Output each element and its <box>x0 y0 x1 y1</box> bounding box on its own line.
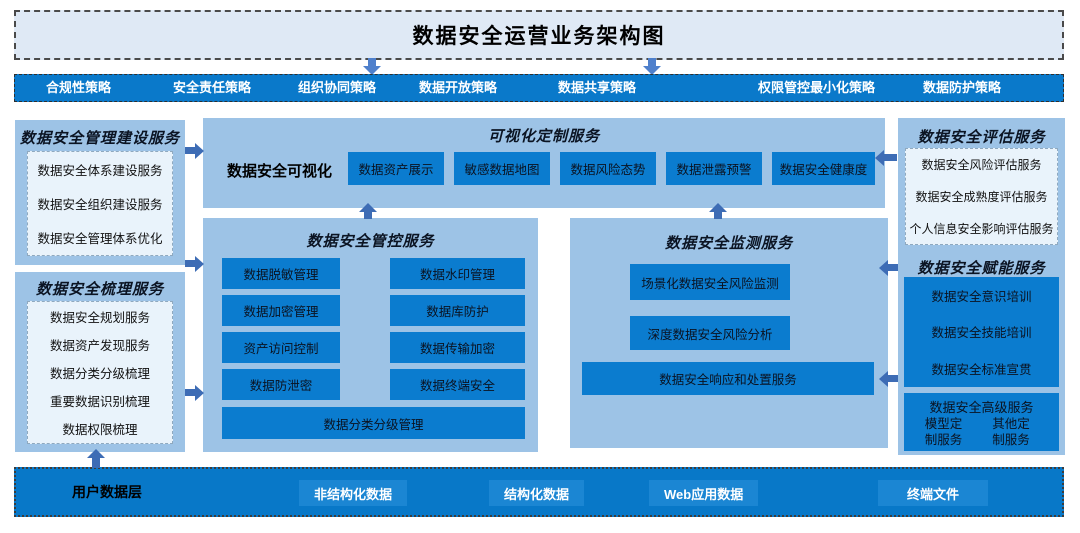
monitoring-wide-button: 数据安全响应和处置服务 <box>582 362 874 395</box>
advanced-panel: 数据安全高级服务 模型定制服务 其他定制服务 <box>904 393 1059 451</box>
sorting-title: 数据安全梳理服务 <box>35 282 164 298</box>
data-chip: 非结构化数据 <box>299 480 408 506</box>
list-item: 数据安全组织建设服务 <box>37 197 163 212</box>
arrow-up-icon <box>92 458 100 468</box>
control-wide-button: 数据分类分级管理 <box>222 407 525 439</box>
arrow-left-icon <box>884 154 897 161</box>
visualization-title: 可视化定制服务 <box>487 129 600 145</box>
list-item: 重要数据识别梳理 <box>49 395 150 410</box>
policy-item: 数据防护策略 <box>923 80 1002 95</box>
policy-item: 权限管控最小化策略 <box>758 80 876 95</box>
control-box: 数据安全管控服务 数据脱敏管理 数据加密管理 资产访问控制 数据防泄密 数据水印… <box>203 218 538 452</box>
data-chip: Web应用数据 <box>649 480 759 506</box>
advanced-option: 其他定制服务 <box>992 417 1030 448</box>
viz-button: 数据安全健康度 <box>772 152 875 185</box>
policy-bar: 合规性策略 安全责任策略 组织协同策略 数据开放策略 数据共享策略 权限管控最小… <box>14 74 1064 102</box>
list-item: 数据安全成熟度评估服务 <box>915 189 1048 204</box>
user-data-layer-label: 用户数据层 <box>72 484 142 500</box>
visualization-label: 数据安全可视化 <box>227 163 333 180</box>
management-build-panel: 数据安全体系建设服务 数据安全组织建设服务 数据安全管理体系优化 <box>27 151 173 256</box>
control-button: 资产访问控制 <box>222 332 340 363</box>
arrow-right-icon <box>185 389 195 396</box>
list-item: 数据安全技能培训 <box>931 326 1032 341</box>
viz-button: 数据泄露预警 <box>666 152 762 185</box>
data-chip: 结构化数据 <box>489 480 585 506</box>
user-data-layer-bar: 用户数据层 非结构化数据 结构化数据 Web应用数据 终端文件 <box>14 467 1064 517</box>
arrow-down-icon <box>368 58 376 66</box>
enablement-box: 数据安全赋能服务 数据安全意识培训 数据安全技能培训 数据安全标准宣贯 数据安全… <box>898 250 1065 455</box>
monitoring-button: 深度数据安全风险分析 <box>630 316 790 350</box>
list-item: 数据安全风险评估服务 <box>921 158 1042 173</box>
arrow-left-icon <box>888 264 898 271</box>
enablement-title: 数据安全赋能服务 <box>917 261 1046 277</box>
policy-item: 合规性策略 <box>46 80 112 95</box>
arrow-down-icon <box>648 58 656 66</box>
list-item: 数据权限梳理 <box>62 423 138 438</box>
advanced-options: 模型定制服务 其他定制服务 <box>904 416 1059 449</box>
policy-item: 数据共享策略 <box>558 80 637 95</box>
data-chip: 终端文件 <box>878 480 988 506</box>
viz-button: 数据资产展示 <box>348 152 444 185</box>
list-item: 数据分类分级梳理 <box>49 366 150 381</box>
control-button: 数据终端安全 <box>390 369 525 400</box>
control-button: 数据脱敏管理 <box>222 258 340 289</box>
monitoring-title: 数据安全监测服务 <box>664 236 793 252</box>
list-item: 数据安全管理体系优化 <box>37 232 163 247</box>
control-button: 数据加密管理 <box>222 295 340 326</box>
policy-item: 组织协同策略 <box>298 80 377 95</box>
enablement-panel: 数据安全意识培训 数据安全技能培训 数据安全标准宣贯 <box>904 277 1059 387</box>
visualization-box: 可视化定制服务 数据安全可视化 数据资产展示 敏感数据地图 数据风险态势 数据泄… <box>203 118 885 208</box>
monitoring-box: 数据安全监测服务 场景化数据安全风险监测 深度数据安全风险分析 数据安全响应和处… <box>570 218 888 448</box>
assessment-panel: 数据安全风险评估服务 数据安全成熟度评估服务 个人信息安全影响评估服务 <box>905 148 1058 245</box>
list-item: 数据资产发现服务 <box>49 338 150 353</box>
monitoring-button: 场景化数据安全风险监测 <box>630 264 790 300</box>
control-button: 数据水印管理 <box>390 258 525 289</box>
list-item: 个人信息安全影响评估服务 <box>909 221 1054 236</box>
arrow-up-icon <box>364 212 372 219</box>
diagram-title-box: 数据安全运营业务架构图 <box>14 10 1064 60</box>
control-button: 数据库防护 <box>390 295 525 326</box>
list-item: 数据安全标准宣贯 <box>931 363 1032 378</box>
viz-button: 数据风险态势 <box>560 152 656 185</box>
sorting-panel: 数据安全规划服务 数据资产发现服务 数据分类分级梳理 重要数据识别梳理 数据权限… <box>27 301 173 444</box>
arrow-right-icon <box>185 260 195 267</box>
diagram-title: 数据安全运营业务架构图 <box>412 24 666 48</box>
control-title: 数据安全管控服务 <box>306 234 435 250</box>
management-build-box: 数据安全管理建设服务 数据安全体系建设服务 数据安全组织建设服务 数据安全管理体… <box>15 120 185 265</box>
list-item: 数据安全规划服务 <box>49 310 150 325</box>
list-item: 数据安全意识培训 <box>931 289 1032 304</box>
control-button: 数据防泄密 <box>222 369 340 400</box>
viz-button: 敏感数据地图 <box>454 152 550 185</box>
policy-item: 安全责任策略 <box>173 80 252 95</box>
management-build-title: 数据安全管理建设服务 <box>19 131 180 147</box>
arrow-up-icon <box>714 212 722 219</box>
assessment-box: 数据安全评估服务 数据安全风险评估服务 数据安全成熟度评估服务 个人信息安全影响… <box>898 118 1065 252</box>
control-button: 数据传输加密 <box>390 332 525 363</box>
assessment-title: 数据安全评估服务 <box>917 130 1046 146</box>
list-item: 数据安全体系建设服务 <box>37 163 163 178</box>
arrow-left-icon <box>888 375 898 382</box>
policy-item: 数据开放策略 <box>419 80 498 95</box>
sorting-box: 数据安全梳理服务 数据安全规划服务 数据资产发现服务 数据分类分级梳理 重要数据… <box>15 272 185 452</box>
arrow-right-icon <box>185 147 195 154</box>
advanced-title: 数据安全高级服务 <box>929 400 1034 415</box>
advanced-option: 模型定制服务 <box>924 417 963 448</box>
